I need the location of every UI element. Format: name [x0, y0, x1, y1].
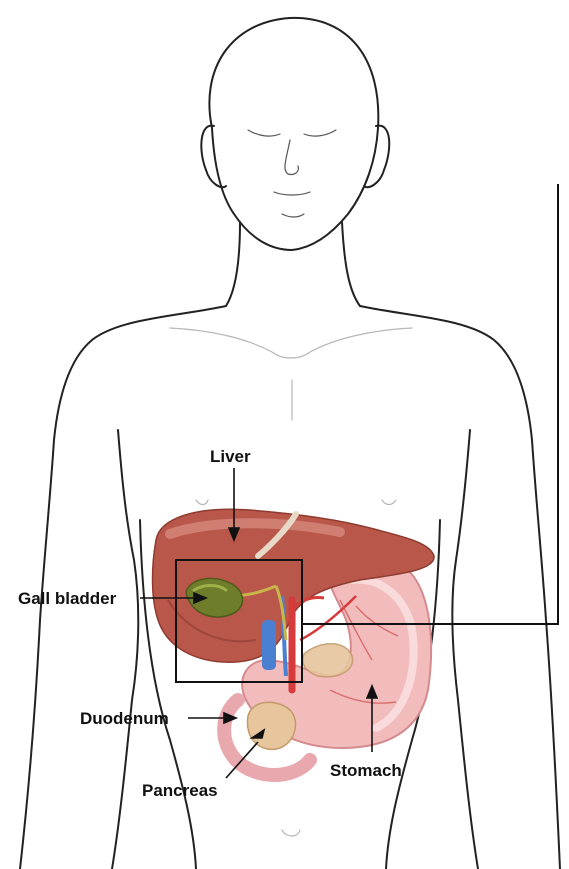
- navel: [282, 830, 300, 836]
- chin: [282, 214, 304, 217]
- label-gall-bladder: Gall bladder: [18, 589, 117, 608]
- right-inner-arm: [452, 430, 478, 869]
- left-inner-arm: [112, 430, 138, 869]
- nose: [285, 140, 298, 175]
- inferior-vena-cava: [262, 620, 276, 670]
- neck-left: [226, 222, 240, 306]
- label-duodenum: Duodenum: [80, 709, 169, 728]
- pancreas-tail: [303, 644, 353, 677]
- head-outline: [209, 18, 378, 250]
- right-clavicle: [310, 328, 412, 352]
- left-nipple: [196, 500, 208, 505]
- face-features: [248, 130, 336, 217]
- label-stomach: Stomach: [330, 761, 402, 780]
- left-eye: [248, 130, 280, 136]
- right-nipple: [382, 500, 396, 505]
- mouth: [274, 192, 310, 195]
- pancreas: [247, 702, 295, 749]
- neck-right: [342, 222, 360, 306]
- left-clavicle: [170, 328, 272, 352]
- label-pancreas: Pancreas: [142, 781, 218, 800]
- label-liver: Liver: [210, 447, 251, 466]
- sternal-notch: [272, 352, 310, 358]
- organs: [153, 509, 435, 775]
- left-ear: [201, 126, 226, 188]
- right-eye: [304, 130, 336, 136]
